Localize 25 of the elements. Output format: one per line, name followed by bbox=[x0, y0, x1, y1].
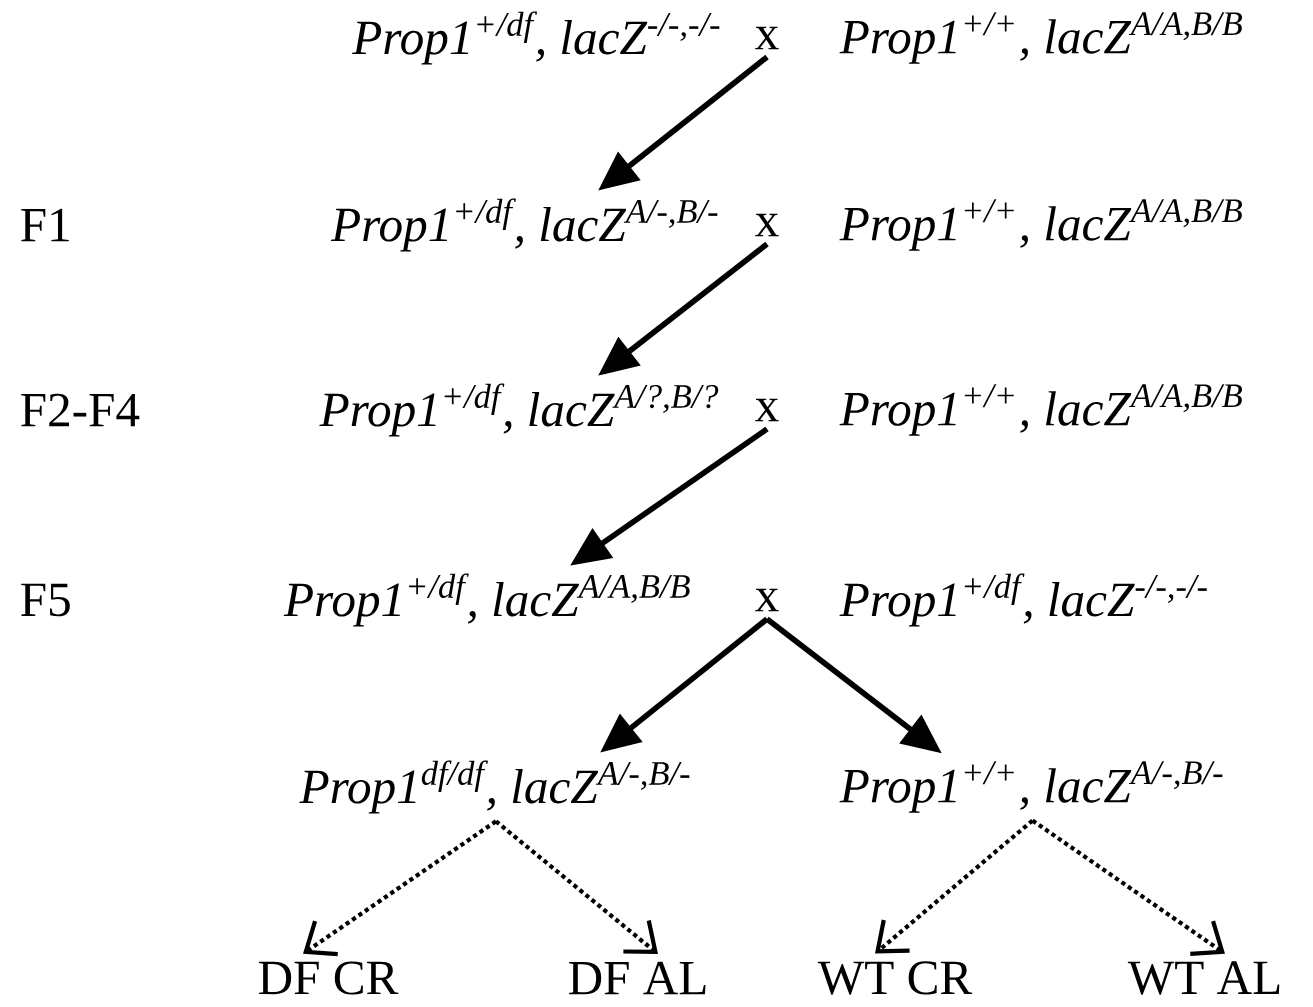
genotype-label: Prop1$^{+/+}$, lacZ$^{A/A,B/B}$ bbox=[839, 199, 1242, 251]
cross-symbol: x bbox=[755, 26, 779, 50]
group-label: DF CR bbox=[259, 961, 399, 995]
generation-label: F2-F4 bbox=[21, 393, 140, 427]
genotype-label: Prop1$^{+/df}$, lacZ$^{A/A,B/B}$ bbox=[283, 573, 690, 627]
generation-label: F5 bbox=[21, 583, 70, 617]
genotype-label: Prop1$^{+/df}$, lacZ$^{-/-,-/-}$ bbox=[352, 11, 720, 65]
group-label: DF AL bbox=[569, 961, 706, 995]
genotype-label: Prop1$^{+/df}$, lacZ$^{A/?,B/?}$ bbox=[319, 383, 719, 437]
arrow bbox=[494, 819, 658, 954]
cross-symbol: x bbox=[755, 588, 779, 612]
genotype-label: Prop1$^{+/+}$, lacZ$^{A/A,B/B}$ bbox=[839, 12, 1242, 64]
generation-label: F1 bbox=[21, 208, 69, 242]
cross-symbol: x bbox=[755, 398, 779, 422]
genotype-label: Prop1$^{df/df}$, lacZ$^{A/-,B/-}$ bbox=[299, 760, 690, 814]
cross-symbol: x bbox=[755, 213, 779, 237]
arrow bbox=[303, 819, 498, 957]
arrow bbox=[1031, 818, 1225, 957]
group-label: WT CR bbox=[817, 961, 973, 995]
genotype-label: Prop1$^{+/df}$, lacZ$^{A/-,B/-}$ bbox=[330, 198, 718, 252]
arrow bbox=[875, 818, 1034, 954]
genotype-label: Prop1$^{+/df}$, lacZ$^{-/-,-/-}$ bbox=[839, 573, 1207, 627]
group-label: WT AL bbox=[1127, 961, 1280, 995]
genotype-label: Prop1$^{+/+}$, lacZ$^{A/A,B/B}$ bbox=[839, 384, 1242, 436]
genotype-label: Prop1$^{+/+}$, lacZ$^{A/-,B/-}$ bbox=[839, 761, 1223, 813]
